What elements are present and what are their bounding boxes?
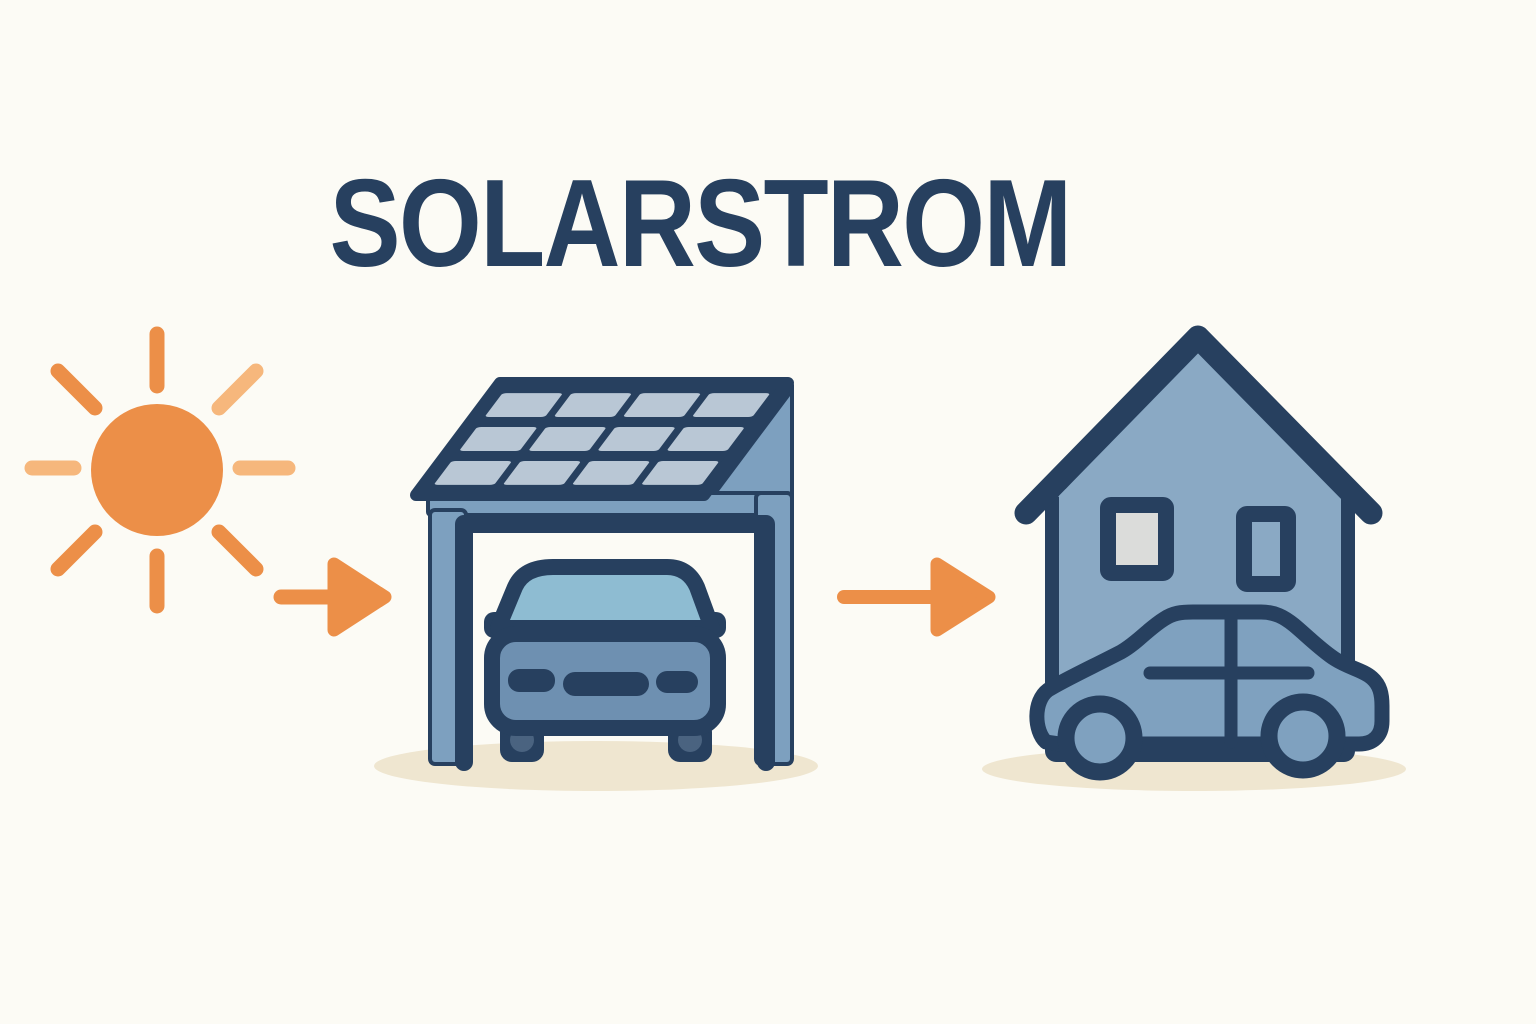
- sun-ray-top-right: [211, 363, 264, 416]
- car-headlight-left: [508, 669, 555, 692]
- car-side-icon: [1029, 604, 1390, 781]
- solar-panel-cell: [485, 393, 562, 417]
- house-window-left: [1100, 497, 1174, 581]
- car-headlight-right: [656, 671, 698, 693]
- house-icon: [1014, 325, 1390, 781]
- title-text: SOLARSTROM: [330, 153, 1071, 292]
- car-grille: [563, 672, 649, 696]
- sun-ray-top-left: [50, 363, 103, 416]
- house-window-right: [1236, 506, 1296, 592]
- sun-ray-bottom-left: [50, 524, 103, 577]
- flow-arrow-icon-1: [273, 557, 392, 637]
- sun-circle: [91, 404, 223, 536]
- house-roof: [1014, 325, 1383, 525]
- sun-icon: [24, 326, 296, 614]
- car-windshield: [490, 559, 720, 636]
- arrow-1-head: [327, 557, 392, 637]
- solar-panel-cell: [642, 461, 719, 485]
- car-side-wheel-rear: [1260, 693, 1346, 779]
- car-front-icon: [484, 559, 726, 762]
- solar-panel-cell: [460, 427, 537, 451]
- flow-arrow-icon-2: [837, 557, 996, 637]
- carport-inner-frame: [455, 515, 775, 771]
- solar-panel-cell: [598, 427, 675, 451]
- solar-panel-cell: [572, 461, 650, 485]
- solar-panel-cell: [434, 461, 511, 485]
- solar-panel-cell: [554, 393, 632, 417]
- solar-panel-cell: [693, 393, 770, 417]
- solar-carport-icon: [410, 377, 794, 771]
- page-title: SOLARSTROM: [330, 153, 1073, 292]
- solar-panel-cell: [667, 427, 744, 451]
- arrow-2-head: [930, 557, 996, 637]
- solar-panel-cell: [529, 427, 606, 451]
- house-gable: [1058, 348, 1342, 497]
- solar-panel-grid: [434, 393, 770, 485]
- car-side-wheel-front: [1057, 695, 1143, 781]
- solar-panel-cell: [503, 461, 581, 485]
- solar-panel-cell: [623, 393, 701, 417]
- sun-ray-bottom-right: [211, 524, 264, 577]
